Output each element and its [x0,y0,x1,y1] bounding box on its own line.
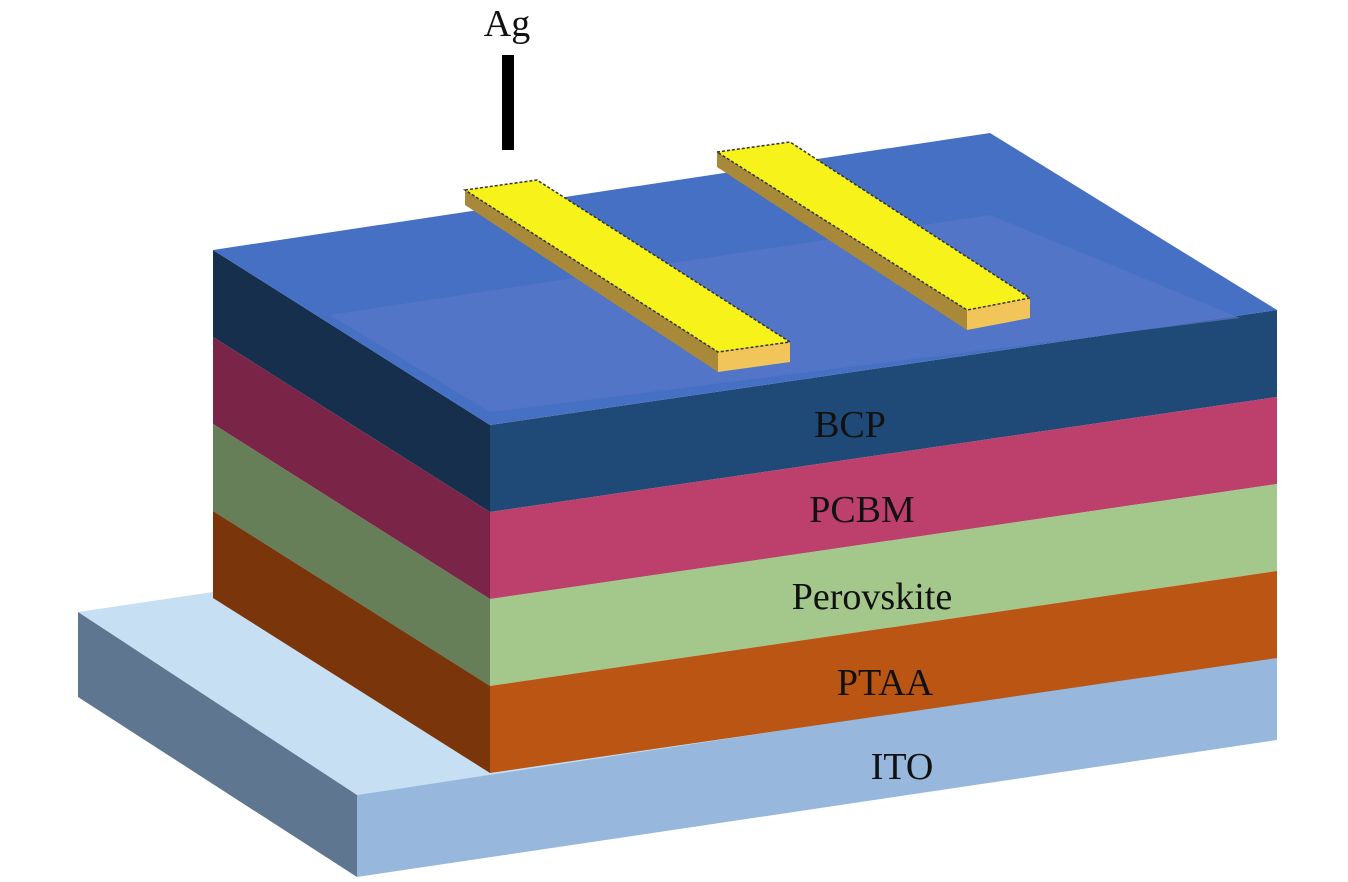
layer-stack [213,250,1277,773]
ag-label: Ag [484,3,530,45]
layer-front-face [490,484,1277,686]
ito-front-face [357,655,1277,877]
perovskite-label: Perovskite [792,576,952,618]
layer-pcbm [213,337,1277,599]
ag-electrode-2 [714,141,1032,330]
layer-ptaa [213,511,1277,773]
layer-front-face [490,397,1277,599]
bcp-label: BCP [814,404,886,446]
layer-side-face [213,250,490,512]
ag-electrode-1 [462,179,793,372]
ag-pointer-line [502,55,514,150]
layer-front-face [490,310,1277,512]
ito-label: ITO [871,746,934,788]
pcbm-label: PCBM [809,489,915,531]
layer-front-face [490,571,1277,773]
layer-side-face [213,511,490,773]
ito-left-face [78,612,357,877]
layer-side-face [213,424,490,686]
ptaa-label: PTAA [837,662,934,704]
layer-side-face [213,337,490,599]
layer-perovskite [213,424,1277,686]
bcp-top-inner [330,215,1240,412]
layer-bcp [213,250,1277,512]
